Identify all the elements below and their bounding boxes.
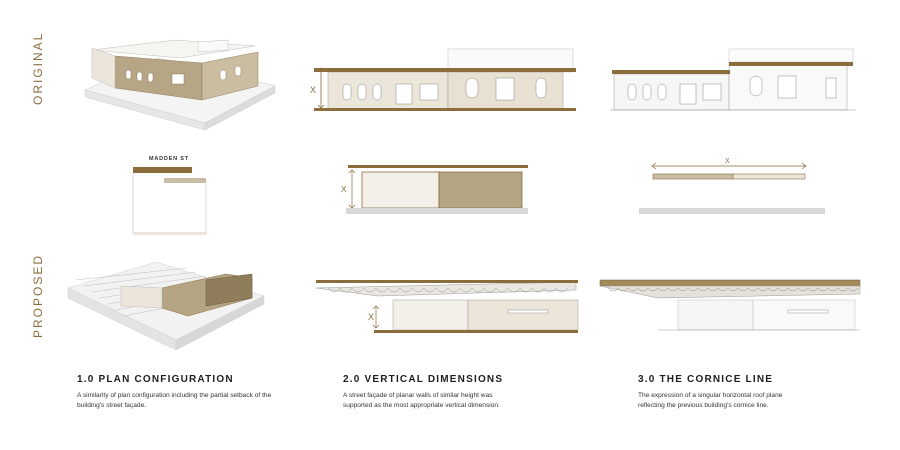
- section-3-heading: 3.0 THE CORNICE LINE: [638, 374, 774, 385]
- section-2-text-line-2: supported as the most appropriate vertic…: [343, 402, 500, 409]
- section-2-text-line-1: A street façade of planar walls of simil…: [343, 392, 493, 399]
- svg-text:X: X: [725, 158, 730, 165]
- plan-diagram: [128, 164, 213, 238]
- street-label: MADDEN ST: [149, 156, 189, 162]
- section-1-text-line-1: A similarity of plan configuration inclu…: [77, 392, 272, 399]
- proposed-elevation-cornice: [598, 276, 863, 338]
- svg-text:X: X: [341, 185, 347, 194]
- original-elevation-cornice: [608, 44, 858, 114]
- original-axonometric-view: [80, 28, 280, 140]
- section-3-text-line-2: reflecting the previous building's corni…: [638, 402, 769, 409]
- row-label-proposed: PROPOSED: [31, 253, 45, 338]
- row-label-original: ORIGINAL: [31, 31, 45, 105]
- section-1-text: A similarity of plan configuration inclu…: [77, 391, 317, 411]
- section-2-text: A street façade of planar walls of simil…: [343, 391, 583, 411]
- cornice-diagram: X: [636, 156, 831, 218]
- section-1-text-line-2: building's street façade.: [77, 402, 147, 409]
- section-3-text: The expression of a singular horizontal …: [638, 391, 878, 411]
- section-3-text-line-1: The expression of a singular horizontal …: [638, 392, 783, 399]
- height-mark: X: [310, 85, 316, 95]
- original-elevation-height: X: [308, 44, 583, 114]
- section-1-heading: 1.0 PLAN CONFIGURATION: [77, 374, 234, 385]
- proposed-axonometric-view: [66, 258, 266, 358]
- height-diagram: X: [338, 160, 533, 218]
- proposed-elevation-height: X: [308, 276, 583, 338]
- section-2-heading: 2.0 VERTICAL DIMENSIONS: [343, 374, 504, 385]
- svg-text:X: X: [368, 312, 374, 322]
